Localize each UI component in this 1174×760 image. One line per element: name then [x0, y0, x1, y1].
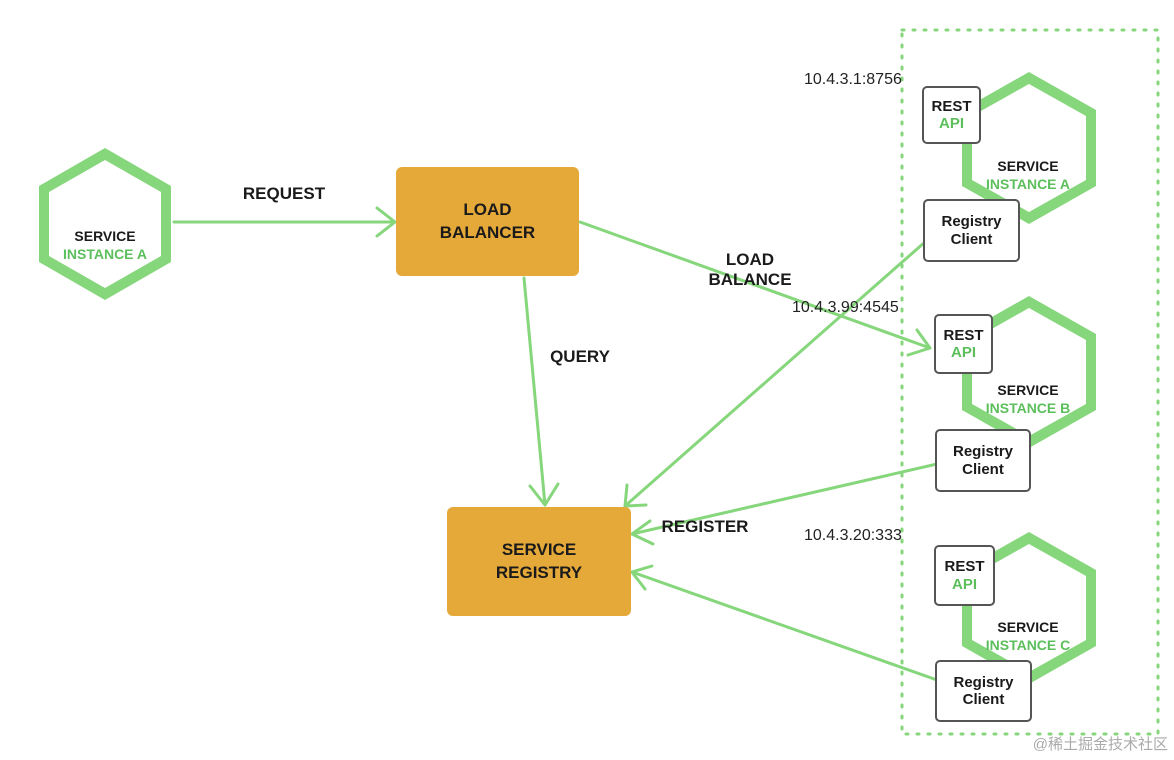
- load-balance-arrow: [578, 220, 932, 357]
- register-arrow-b: [630, 462, 939, 546]
- instance-b-registry-client-box: Registry Client: [935, 429, 1031, 492]
- client-service-line2: INSTANCE A: [63, 246, 147, 263]
- instance-b-rc-line1: Registry: [952, 443, 1014, 461]
- instance-a-hexagon: [962, 72, 1096, 224]
- instance-a-registry-client-box: Registry Client: [923, 199, 1020, 262]
- instance-c-rest-api-box: REST API: [934, 545, 995, 606]
- instance-c-registry-client-box: Registry Client: [935, 660, 1032, 722]
- load-balance-label: LOAD BALANCE: [688, 250, 812, 289]
- watermark: @稀土掘金技术社区: [1032, 736, 1168, 753]
- instance-a-rc-line1: Registry: [941, 213, 1002, 231]
- instance-b-ip: 10.4.3.99:4545: [792, 299, 899, 316]
- instance-b-rest-api-box: REST API: [934, 314, 993, 374]
- instance-a-label: SERVICE INSTANCE A: [963, 157, 1093, 193]
- query-label: QUERY: [550, 347, 610, 366]
- register-arrow-a: [623, 240, 927, 508]
- instance-c-rest-label: REST: [944, 558, 985, 576]
- instance-b-api-label: API: [950, 344, 976, 361]
- instance-b-rc-line2: Client: [962, 460, 1004, 478]
- request-arrow: [172, 206, 397, 238]
- instance-b-rest-label: REST: [943, 326, 984, 344]
- instance-b-hexagon: [962, 296, 1096, 448]
- load-balance-line1: LOAD: [725, 250, 775, 269]
- instance-c-line2: INSTANCE C: [985, 637, 1071, 654]
- register-arrow-c: [630, 564, 939, 682]
- instance-b-label: SERVICE INSTANCE B: [963, 381, 1093, 417]
- client-service-line1: SERVICE: [74, 228, 136, 244]
- instance-c-label: SERVICE INSTANCE C: [963, 618, 1093, 654]
- load-balancer-line2: BALANCER: [439, 222, 536, 242]
- request-label: REQUEST: [242, 184, 326, 203]
- instance-b-line2: INSTANCE B: [985, 400, 1071, 417]
- service-registry-box: SERVICE REGISTRY: [447, 507, 631, 616]
- instances-container: [900, 28, 1160, 736]
- service-registry-line1: SERVICE: [501, 539, 577, 559]
- load-balancer-box: LOAD BALANCER: [396, 167, 579, 276]
- instance-a-api-label: API: [938, 115, 964, 132]
- instance-a-rest-label: REST: [931, 97, 972, 115]
- service-registry-line2: REGISTRY: [495, 562, 583, 582]
- load-balancer-line1: LOAD: [463, 199, 512, 219]
- query-arrow: [522, 276, 560, 507]
- instance-b-line1: SERVICE: [997, 382, 1059, 398]
- instance-c-line1: SERVICE: [997, 619, 1059, 635]
- instance-a-line1: SERVICE: [997, 158, 1059, 174]
- load-balance-line2: BALANCE: [708, 269, 792, 289]
- client-service-label: SERVICE INSTANCE A: [40, 227, 170, 263]
- instance-c-api-label: API: [951, 575, 977, 593]
- instance-a-ip: 10.4.3.1:8756: [804, 71, 902, 88]
- instance-a-rc-line2: Client: [950, 230, 993, 248]
- instance-c-hexagon: [962, 532, 1096, 684]
- instance-c-rc-line2: Client: [962, 691, 1005, 708]
- instance-c-ip: 10.4.3.20:333: [804, 527, 902, 544]
- instance-a-line2: INSTANCE A: [986, 176, 1070, 193]
- client-service-hexagon: [39, 148, 171, 300]
- register-label: REGISTER: [661, 517, 749, 536]
- instance-a-rest-api-box: REST API: [922, 86, 981, 144]
- instance-c-rc-line1: Registry: [953, 673, 1014, 691]
